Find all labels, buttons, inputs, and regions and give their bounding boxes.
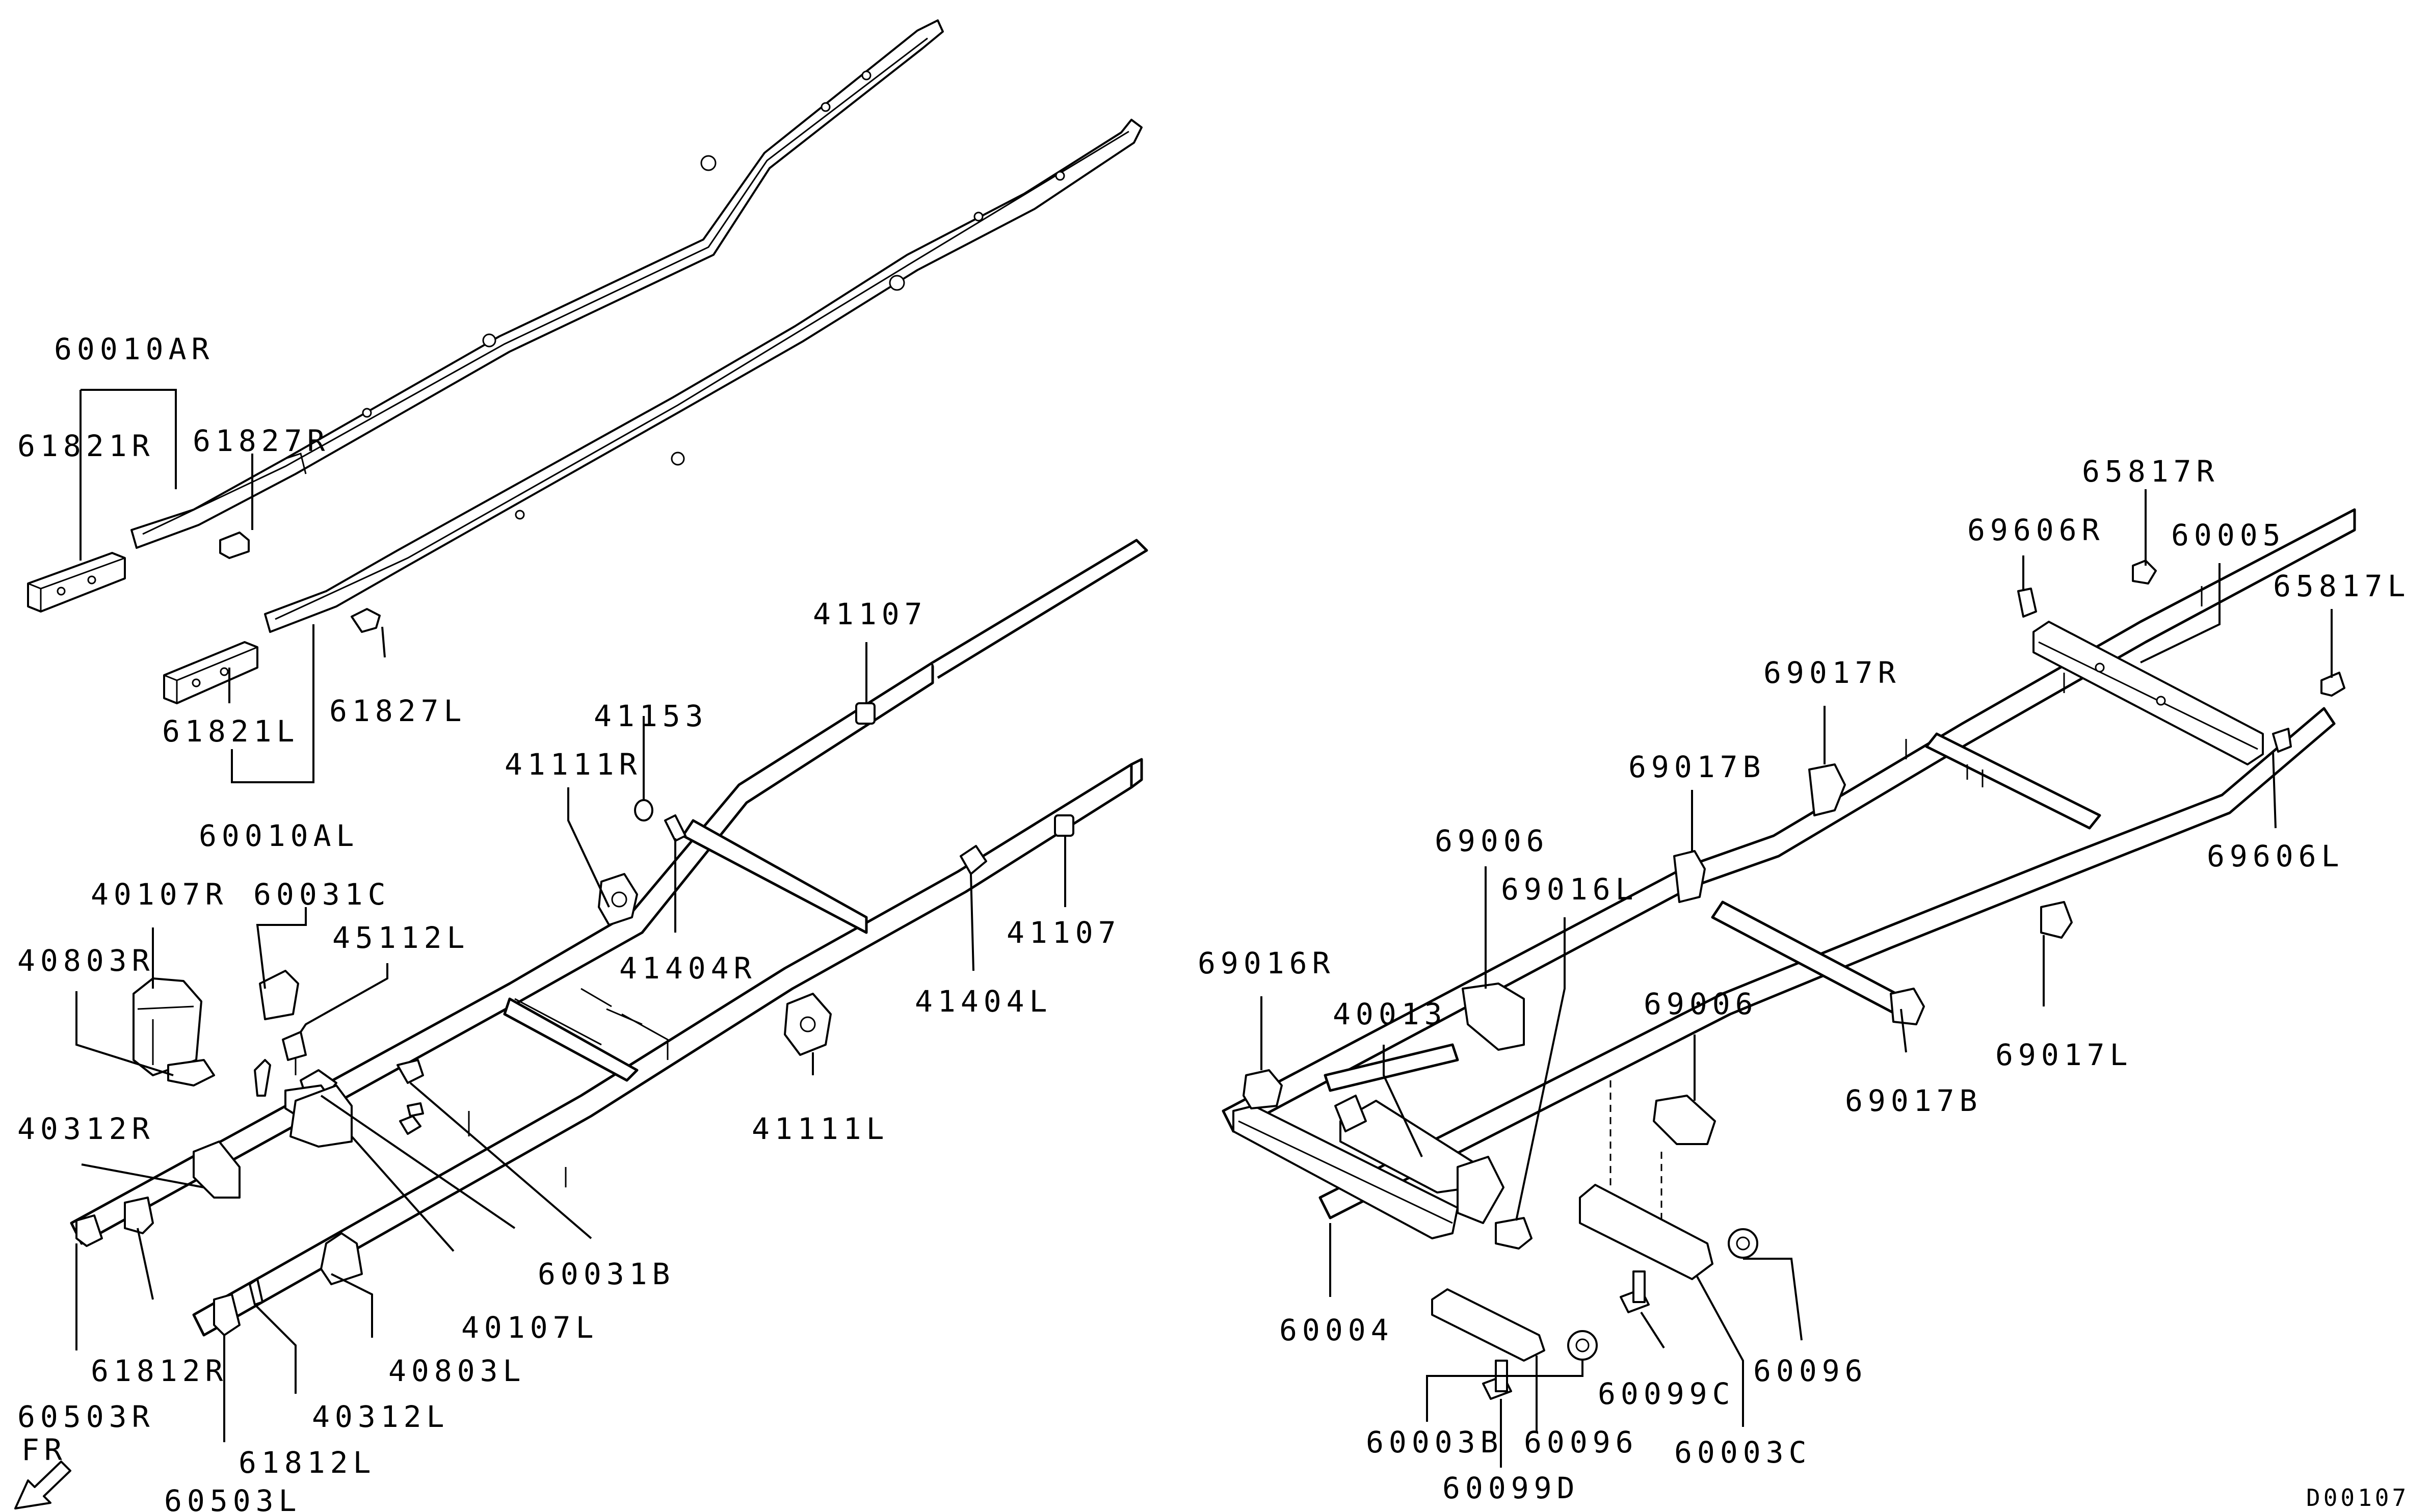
label-60010ar: 60010AR <box>54 332 214 366</box>
label-41111r: 41111R <box>505 747 642 782</box>
label-60031c: 60031C <box>253 877 391 912</box>
side-member-left <box>264 119 1143 633</box>
label-69606l: 69606L <box>2207 839 2344 873</box>
diagram-code: D00107 <box>2306 1484 2409 1511</box>
bracket-61827l <box>351 608 381 633</box>
front-extension-61821l <box>163 641 258 704</box>
part-60003c <box>1579 1184 1713 1280</box>
label-60003b: 60003B <box>1366 1425 1503 1460</box>
label-69017b-middle: 69017B <box>1845 1083 1983 1118</box>
label-60503r: 60503R <box>17 1399 155 1434</box>
part-40013 <box>1334 1095 1504 1224</box>
fr-label: FR <box>21 1433 67 1467</box>
label-69017b-upper: 69017B <box>1628 750 1766 784</box>
label-40803r: 40803R <box>17 943 155 978</box>
label-41107-upper: 41107 <box>813 597 928 631</box>
label-40312l: 40312L <box>312 1399 450 1434</box>
brackets-right <box>1243 560 2345 1250</box>
label-60003c: 60003C <box>1674 1435 1812 1470</box>
bracket-61827r <box>219 532 250 559</box>
label-41111l: 41111L <box>752 1111 889 1146</box>
parts-left-chassis <box>75 702 1074 1336</box>
side-member-right <box>130 19 944 549</box>
label-60099c: 60099C <box>1598 1376 1735 1411</box>
arrow-down-left-icon <box>14 1461 71 1509</box>
label-41404r: 41404R <box>619 951 757 986</box>
label-69006-middle: 69006 <box>1644 987 1758 1021</box>
label-41107-lower: 41107 <box>1007 915 1121 950</box>
label-69606r: 69606R <box>1967 513 2105 547</box>
label-41404l: 41404L <box>915 984 1052 1019</box>
label-69016r: 69016R <box>1198 946 1335 980</box>
label-40312r: 40312R <box>17 1111 155 1146</box>
label-61821l: 61821L <box>162 714 300 749</box>
label-40107l: 40107L <box>461 1310 599 1345</box>
label-65817r: 65817R <box>2082 454 2220 489</box>
label-45112l: 45112L <box>332 920 470 955</box>
leader-lines-lower-left <box>75 642 1066 1442</box>
label-69016l: 69016L <box>1501 872 1639 907</box>
label-60004: 60004 <box>1279 1313 1394 1347</box>
label-40803l: 40803L <box>388 1354 526 1388</box>
label-69017r: 69017R <box>1763 655 1901 690</box>
front-extension-61821r <box>27 552 126 613</box>
label-40107r: 40107R <box>91 877 228 912</box>
part-labels: 60010AR 61821R 61827R 61821L 61827L 6001… <box>17 332 2411 1512</box>
label-60096-right: 60096 <box>1753 1354 1868 1388</box>
label-60031b: 60031B <box>538 1257 675 1291</box>
label-69017l: 69017L <box>1995 1038 2133 1072</box>
label-60099d: 60099D <box>1442 1471 1580 1505</box>
crossmember-60005 <box>2032 621 2264 765</box>
label-40013: 40013 <box>1333 997 1447 1031</box>
bolts-nuts <box>1482 1228 1758 1400</box>
leader-lines-right <box>1260 489 2333 1468</box>
label-60010al: 60010AL <box>199 818 359 853</box>
label-61821r: 61821R <box>17 429 155 463</box>
label-61812r: 61812R <box>91 1354 228 1388</box>
part-60003b <box>1431 1288 1545 1362</box>
label-60503l: 60503L <box>164 1483 302 1512</box>
label-69006-upper: 69006 <box>1435 824 1549 858</box>
label-41153: 41153 <box>594 699 708 733</box>
chassis-frame-left <box>70 539 1148 1337</box>
leader-lines-upper-left <box>80 389 386 783</box>
label-61812l: 61812L <box>239 1445 376 1480</box>
label-60005: 60005 <box>2171 518 2286 552</box>
label-60096-bottom: 60096 <box>1524 1425 1639 1460</box>
label-65817l: 65817L <box>2273 569 2411 603</box>
label-61827l: 61827L <box>329 694 467 728</box>
label-61827r: 61827R <box>193 423 330 458</box>
